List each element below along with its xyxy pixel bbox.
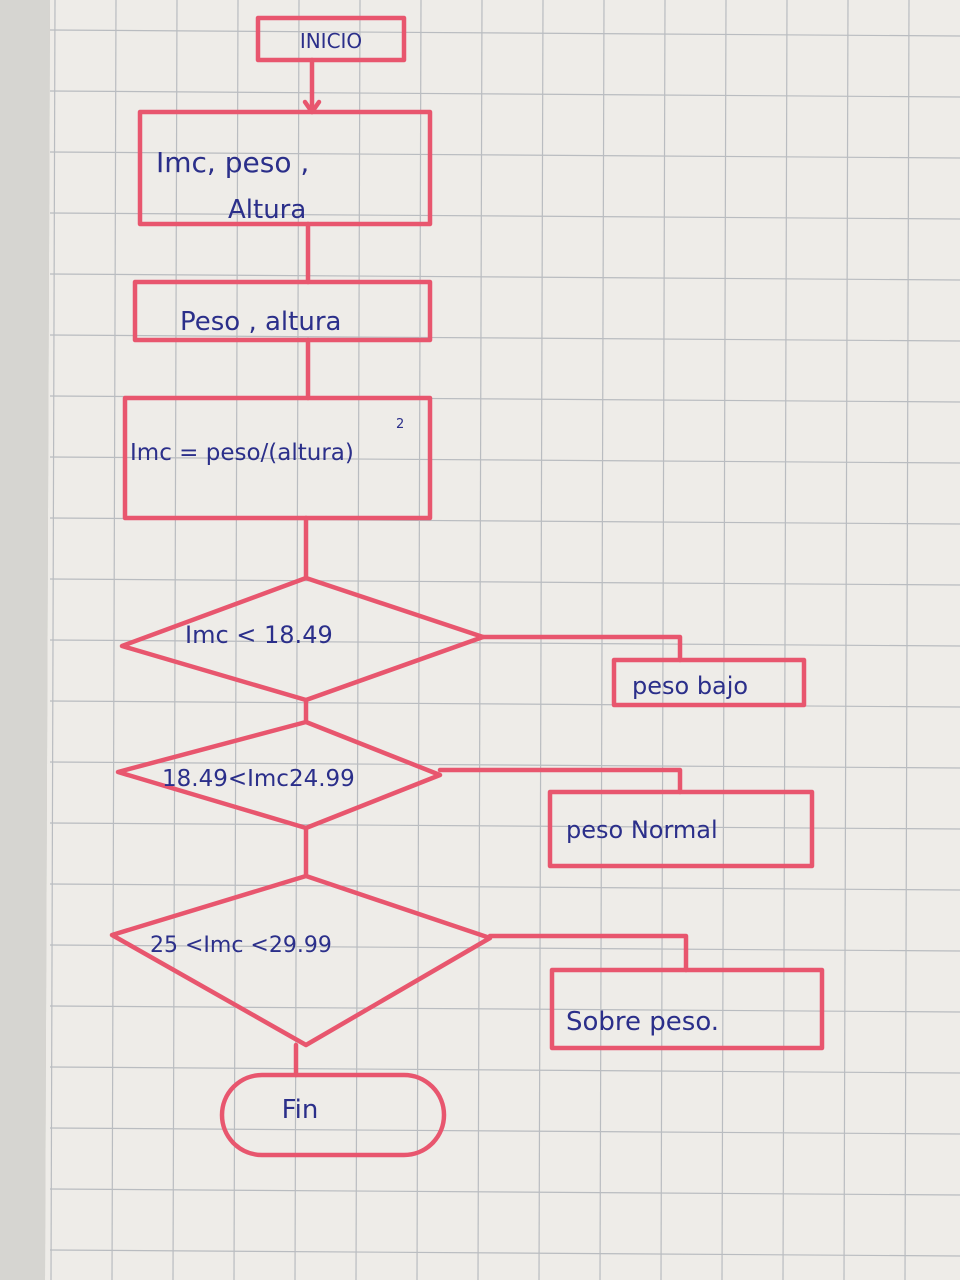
grid-line-horizontal	[49, 639, 960, 647]
grid-line-horizontal	[49, 456, 960, 464]
variables-box	[137, 109, 433, 227]
grid-line-vertical	[416, 0, 422, 1280]
grid-line-horizontal	[49, 1127, 960, 1135]
grid-line-horizontal	[49, 29, 960, 37]
grid-line-vertical	[660, 0, 666, 1280]
grid-lines	[49, 0, 960, 1280]
decision-2-condition: 18.49<Imc24.99	[162, 766, 355, 792]
grid-line-vertical	[904, 0, 910, 1280]
grid-line-vertical	[843, 0, 849, 1280]
decision-3-diamond	[109, 873, 493, 1048]
end-terminal	[219, 1072, 447, 1158]
result-3-label: Sobre peso.	[566, 1007, 719, 1037]
decision-1-condition: Imc < 18.49	[185, 621, 333, 649]
result-1-label: peso bajo	[632, 672, 748, 700]
start-label: INICIO	[300, 29, 362, 53]
underlying-page	[0, 0, 50, 1280]
start-box	[255, 15, 407, 63]
process-box	[122, 395, 433, 521]
grid-line-horizontal	[49, 273, 960, 281]
grid-line-horizontal	[49, 944, 960, 952]
connector-decision3-result	[487, 933, 689, 973]
connector-decision1-result	[480, 634, 683, 663]
grid-line-horizontal	[49, 822, 960, 830]
grid-line-vertical	[599, 0, 605, 1280]
grid-line-vertical	[233, 0, 239, 1280]
grid-line-horizontal	[49, 1005, 960, 1013]
grid-line-horizontal	[49, 761, 960, 769]
variables-line2: Altura	[228, 195, 306, 225]
variables-line1: Imc, peso ,	[156, 146, 309, 179]
grid-line-horizontal	[49, 90, 960, 98]
grid-line-horizontal	[49, 151, 960, 159]
result-2-label: peso Normal	[566, 816, 718, 844]
process-label: Imc = peso/(altura)	[130, 440, 354, 466]
grid-line-vertical	[538, 0, 544, 1280]
grid-line-vertical	[721, 0, 727, 1280]
decision-3-condition: 25 <Imc <29.99	[150, 933, 332, 958]
input-box	[132, 279, 433, 343]
notebook-page	[45, 0, 960, 1280]
grid-line-horizontal	[49, 700, 960, 708]
grid-line-vertical	[782, 0, 788, 1280]
grid-line-horizontal	[49, 1188, 960, 1196]
grid-line-horizontal	[49, 1249, 960, 1257]
grid-line-vertical	[355, 0, 361, 1280]
grid-line-horizontal	[49, 578, 960, 586]
grid-line-horizontal	[49, 1066, 960, 1074]
connector-decision2-result	[437, 767, 683, 795]
result-1-box	[611, 657, 807, 708]
result-2-box	[547, 789, 815, 869]
result-3-box	[549, 967, 825, 1051]
grid-line-horizontal	[49, 212, 960, 220]
input-label: Peso , altura	[180, 307, 341, 337]
grid-line-horizontal	[49, 334, 960, 342]
process-exponent: 2	[396, 417, 404, 432]
end-label: Fin	[282, 1095, 319, 1125]
grid-line-horizontal	[49, 883, 960, 891]
